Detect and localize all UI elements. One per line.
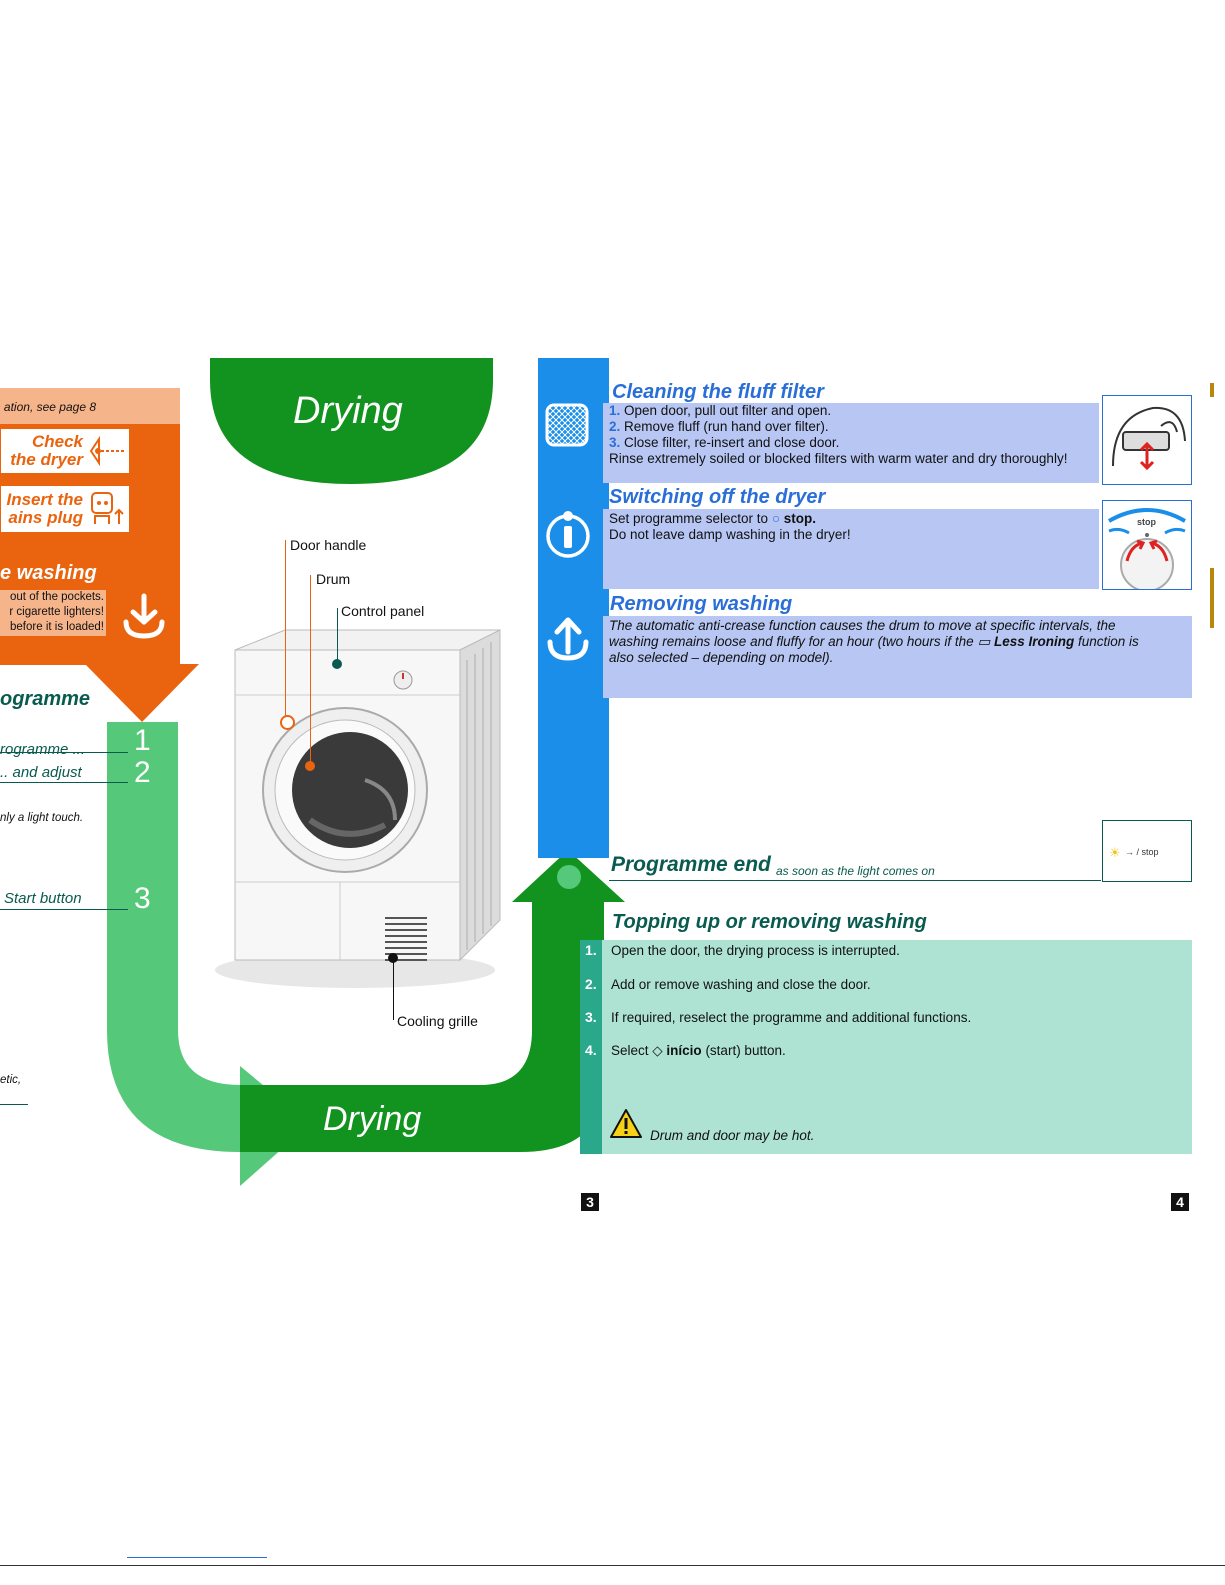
warning-icon <box>610 1109 642 1138</box>
removing-box <box>603 616 1192 698</box>
bottom-link-underline <box>127 1557 267 1558</box>
drying-title-top: Drying <box>293 390 403 432</box>
bottom-fragment-line <box>0 1104 28 1105</box>
page-number-right: 4 <box>1171 1193 1189 1211</box>
washing-notes-box: out of the pockets. r cigarette lighters… <box>0 590 106 636</box>
switching-line-1: Set programme selector to ○ stop. <box>609 511 816 526</box>
insert-plug-box: Insert the ains plug <box>0 485 130 533</box>
removing-text: The automatic anti-crease function cause… <box>609 618 1139 665</box>
step-2-text: .. and adjust <box>0 764 82 781</box>
check-dryer-box: Check the dryer <box>0 428 130 474</box>
check-label-1: Check <box>31 432 83 451</box>
step-1-text: rogramme ... <box>0 741 86 758</box>
cleaning-step-1: 1. Open door, pull out filter and open. <box>609 403 832 418</box>
drum-dot <box>305 761 315 771</box>
indicator-text: → / stop <box>1125 847 1159 857</box>
orange-arrow-down <box>85 664 199 722</box>
topping-number-column <box>580 940 602 1154</box>
edge-mark-1 <box>1210 383 1214 397</box>
header-note: ation, see page 8 <box>3 400 96 414</box>
start-icon: ◇ <box>652 1043 667 1058</box>
light-on-icon: ☀ <box>1109 845 1121 860</box>
cooling-grille-label: Cooling grille <box>397 1013 478 1029</box>
switching-line-2: Do not leave damp washing in the dryer! <box>609 527 851 542</box>
topping-box <box>580 940 1192 1154</box>
programme-end-sub: as soon as the light comes on <box>776 864 935 878</box>
door-handle-line <box>285 540 286 720</box>
topping-num-3: 3. <box>585 1009 597 1025</box>
topping-step-3: If required, reselect the programme and … <box>611 1010 972 1025</box>
drum-label: Drum <box>316 571 351 587</box>
cleaning-step-2: 2. Remove fluff (run hand over filter). <box>609 419 829 434</box>
light-touch-note: nly a light touch. <box>0 812 84 824</box>
dryer-check-icon <box>89 435 125 467</box>
topping-step-2: Add or remove washing and close the door… <box>611 977 871 992</box>
step-2-line <box>0 782 128 783</box>
control-panel-label: Control panel <box>341 603 425 619</box>
less-ironing-icon: ▭ <box>977 634 994 649</box>
removing-title: Removing washing <box>610 593 793 615</box>
switching-text: Set programme selector to ○ stop. Do not… <box>609 511 1099 543</box>
washing-note-3: before it is loaded! <box>10 621 104 633</box>
info-icon <box>546 511 590 558</box>
mains-plug-icon <box>91 492 124 524</box>
topping-num-4: 4. <box>585 1042 597 1058</box>
fluff-filter-icon <box>545 403 589 447</box>
filter-illustration <box>1102 395 1192 485</box>
door-handle-dot <box>280 715 295 730</box>
topping-step-4: Select ◇ início (start) button. <box>611 1043 786 1058</box>
cleaning-step-3: 3. Close filter, re-insert and close doo… <box>609 435 840 450</box>
topping-step-1: Open the door, the drying process is int… <box>611 943 900 958</box>
door-handle-label: Door handle <box>290 537 367 553</box>
topping-num-1: 1. <box>585 942 597 958</box>
step-1-number: 1 <box>134 724 151 757</box>
programme-end-indicator: ☀ → / stop <box>1102 820 1192 882</box>
washing-note-1: out of the pockets. <box>10 591 104 603</box>
load-arrow-icon <box>123 593 165 639</box>
topping-num-2: 2. <box>585 976 597 992</box>
step-3-line <box>0 909 128 910</box>
drum-line <box>310 575 311 765</box>
cleaning-title: Cleaning the fluff filter <box>612 381 824 403</box>
check-label-2: the dryer <box>10 450 83 469</box>
programme-end-line <box>609 880 1101 881</box>
stop-dial-illustration: stop <box>1102 500 1192 592</box>
dial-stop-label: stop <box>1137 517 1156 527</box>
edge-mark-2 <box>1210 568 1214 628</box>
washing-title: e washing <box>0 562 97 584</box>
step-2-number: 2 <box>134 756 151 789</box>
topping-title: Topping up or removing washing <box>612 911 927 933</box>
cooling-grille-line <box>393 958 394 1020</box>
insert-label-2: ains plug <box>8 508 83 527</box>
page-number-left: 3 <box>581 1193 599 1211</box>
drying-title-bottom: Drying <box>323 1100 422 1138</box>
control-panel-line <box>337 608 338 663</box>
remove-washing-icon <box>547 617 589 661</box>
switching-title: Switching off the dryer <box>609 486 826 508</box>
programme-title: ogramme <box>0 688 91 710</box>
orange-header-strip <box>0 388 180 424</box>
step-3-text: Start button <box>4 890 82 907</box>
cooling-grille-dot <box>388 953 398 963</box>
switching-box <box>603 509 1099 589</box>
programme-end-title: Programme end <box>611 853 771 876</box>
cleaning-note: Rinse extremely soiled or blocked filter… <box>609 451 1068 466</box>
bottom-fragment: etic, <box>0 1074 22 1086</box>
filter-hand-icon <box>1112 406 1186 471</box>
cleaning-box <box>603 403 1099 483</box>
insert-label-1: Insert the <box>6 490 83 509</box>
control-panel-dot <box>332 659 342 669</box>
bottom-rule <box>0 1565 1225 1566</box>
step-1-line <box>0 752 128 753</box>
dial-icon <box>1107 508 1187 592</box>
washing-note-2: r cigarette lighters! <box>9 606 104 618</box>
dryer-illustration <box>215 629 501 988</box>
step-3-number: 3 <box>134 882 151 915</box>
warning-text: Drum and door may be hot. <box>650 1128 815 1143</box>
cleaning-steps: 1. Open door, pull out filter and open. … <box>609 403 1099 467</box>
